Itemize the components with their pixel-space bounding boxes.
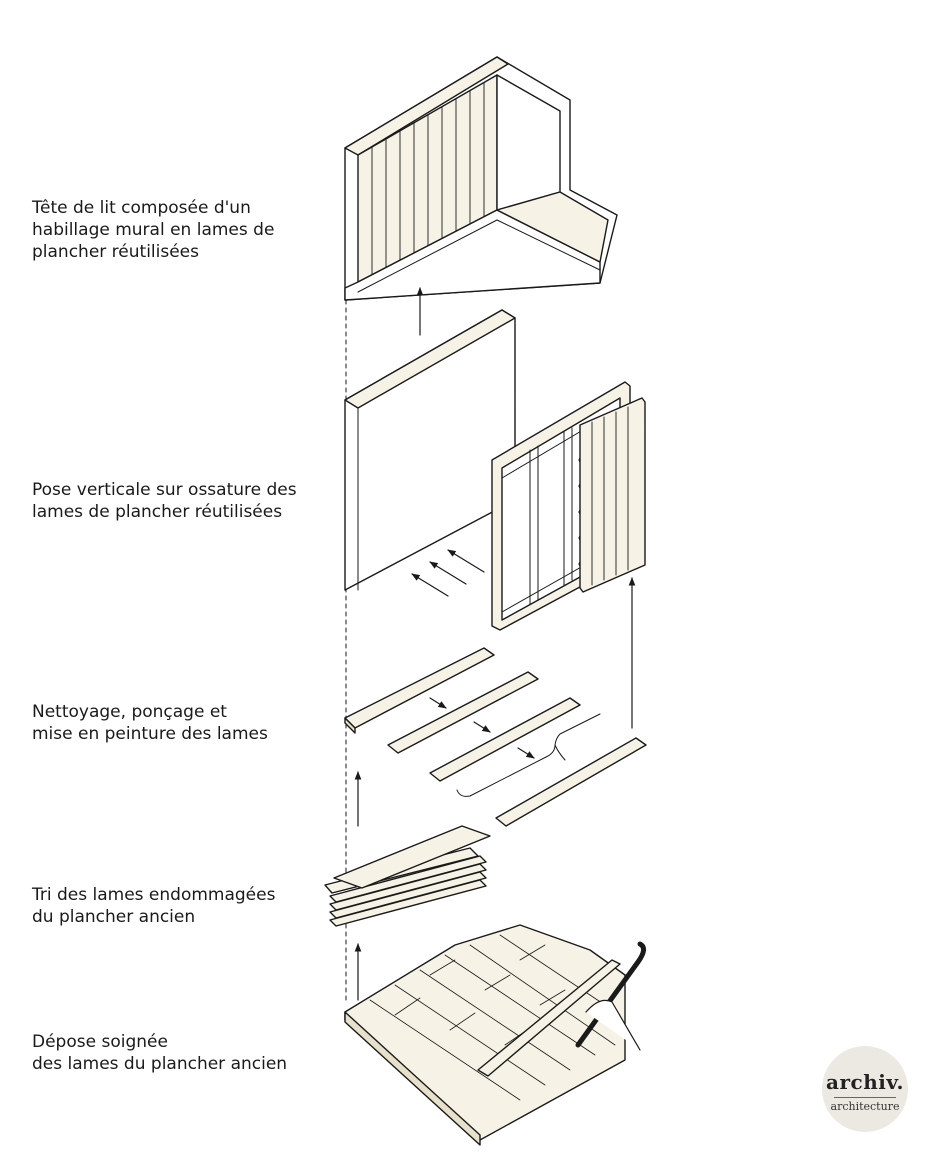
arrow-diagonal-icon xyxy=(429,561,467,585)
bracket xyxy=(456,713,601,797)
caption-line: Tri des lames endommagées xyxy=(32,885,276,905)
caption-line: Tête de lit composée d'un xyxy=(32,198,251,218)
arrow-diagonal-icon xyxy=(473,721,491,733)
caption-headboard: Tête de lit composée d'un habillage mura… xyxy=(32,197,274,263)
logo-divider xyxy=(834,1097,896,1098)
arrow-diagonal-icon xyxy=(517,747,535,759)
caption-line: Nettoyage, ponçage et xyxy=(32,702,227,722)
arrows xyxy=(354,287,636,1001)
caption-line: des lames du plancher ancien xyxy=(32,1054,288,1074)
caption-line: lames de plancher réutilisées xyxy=(32,502,283,522)
logo-subtitle: architecture xyxy=(830,1100,900,1113)
arrow-diagonal-icon xyxy=(447,549,485,573)
old-floor xyxy=(344,924,646,1146)
lifted-board xyxy=(477,959,621,1077)
hand xyxy=(585,999,641,1051)
caption-line: du plancher ancien xyxy=(32,907,196,927)
caption-cleaning: Nettoyage, ponçage et mise en peinture d… xyxy=(32,701,268,745)
cleaned-board xyxy=(387,671,539,754)
caption-line: Dépose soignée xyxy=(32,1032,168,1052)
caption-line: plancher réutilisées xyxy=(32,242,199,262)
crowbar xyxy=(575,941,646,1048)
sorted-board-stack xyxy=(324,825,491,927)
cleaned-board xyxy=(429,697,581,782)
caption-line: mise en peinture des lames xyxy=(32,724,268,744)
caption-sorting: Tri des lames endommagées du plancher an… xyxy=(32,884,275,928)
vertical-panel xyxy=(579,397,646,593)
archiv-logo: archiv. architecture xyxy=(822,1046,908,1132)
caption-removal: Dépose soignée des lames du plancher anc… xyxy=(32,1031,287,1075)
caption-vertical-install: Pose verticale sur ossature des lames de… xyxy=(32,479,297,523)
cleaned-board xyxy=(495,737,647,827)
arrow-diagonal-icon xyxy=(429,697,447,709)
plaster-board xyxy=(344,309,516,591)
cleaned-board xyxy=(344,647,495,734)
arrow-diagonal-icon xyxy=(411,573,449,597)
logo-wordmark: archiv. xyxy=(826,1070,904,1094)
headboard-wall xyxy=(344,56,618,301)
caption-line: habillage mural en lames de xyxy=(32,220,275,240)
caption-line: Pose verticale sur ossature des xyxy=(32,480,297,500)
